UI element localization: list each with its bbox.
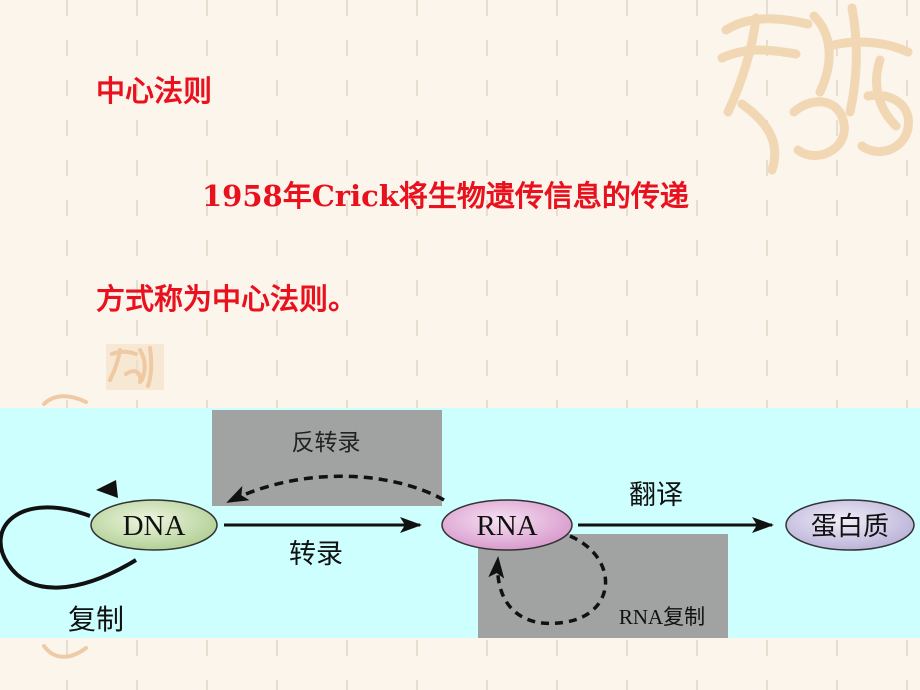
auspicious-seal-fragment-lower [42,644,88,659]
protein-label: 蛋白质 [811,512,889,542]
replication-label: 复制 [68,603,124,636]
reverse-transcription-box [212,410,442,506]
dna-label: DNA [123,510,186,542]
auspicious-seal-large [717,3,913,175]
auspicious-seal-small [106,344,164,390]
replication-arrowhead [96,480,118,498]
central-dogma-diagram: DNA RNA 蛋白质 反转录 转录 翻译 RNA复制 复制 [0,408,920,638]
reverse-transcription-arrow [226,474,445,504]
reverse-transcription-label: 反转录 [292,430,361,456]
transcription-label: 转录 [289,539,343,570]
auspicious-seal-fragment [42,394,88,406]
rna-replication-arrow [488,534,608,626]
slide-heading: 中心法则 [96,74,213,108]
diagram-canvas: DNA RNA 蛋白质 反转录 转录 翻译 RNA复制 复制 [0,410,915,638]
rna-replication-label: RNA复制 [619,605,705,629]
replication-loop [0,505,138,590]
dna-node [90,499,218,551]
protein-node [785,499,915,551]
rna-node [441,499,573,551]
slide-text-line-1: 1958年Crick将生物遗传信息的传递 [202,179,689,213]
rna-replication-box [478,534,728,638]
slide-text-line-2: 方式称为中心法则。 [96,282,358,316]
translation-label: 翻译 [629,480,683,511]
rna-label: RNA [476,510,537,542]
